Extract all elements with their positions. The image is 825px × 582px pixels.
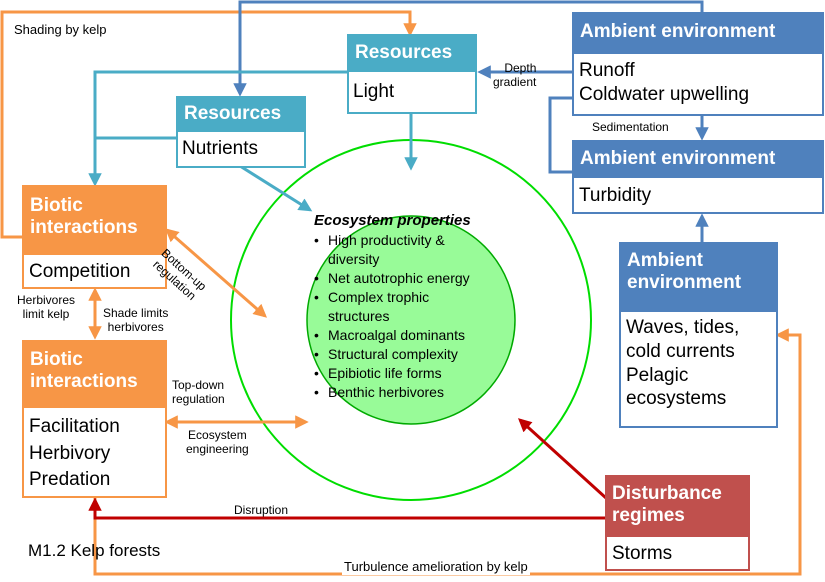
ambient-runoff-line-1: Runoff (579, 60, 635, 81)
ecosystem-item-6: Epibiotic life forms (314, 364, 514, 383)
biotic-competition-header-line-2: interactions (30, 216, 138, 238)
ambient-runoff-header: Ambient environment (574, 14, 822, 54)
disruption-arrow (88, 497, 606, 520)
light-to-competition-arrow (88, 70, 347, 187)
biotic-facilitation-line-3: Predation (29, 469, 111, 491)
label-shade-limits: Shade limits herbivores (103, 306, 169, 335)
biotic-facilitation-header-line-2: interactions (30, 370, 138, 392)
ambient-waves-header: Ambient environment (621, 244, 776, 312)
resources-light-box: Resources Light (347, 34, 477, 114)
turbulence-arrow (93, 328, 802, 576)
ecosystem-properties: Ecosystem properties High productivity &… (314, 212, 514, 402)
diagram-code: M1.2 Kelp forests (28, 541, 161, 560)
ecosystem-item-2: Net autotrophic energy (314, 269, 514, 288)
ecosystem-item-1: High productivity &diversity (314, 231, 514, 269)
biotic-competition-box: Biotic interactions Competition (22, 185, 167, 289)
ambient-waves-line-3: Pelagic (626, 364, 689, 386)
biotic-facilitation-line-1: Facilitation (29, 416, 120, 437)
resources-nutrients-box: Resources Nutrients (176, 96, 306, 168)
disturbance-header: Disturbance regimes (607, 477, 748, 537)
biotic-facilitation-line-2: Herbivory (29, 442, 111, 464)
resources-nutrients-body: Nutrients (182, 138, 259, 159)
disturbance-header-line-2: regimes (612, 504, 685, 526)
runoff-to-nutrients-arrow (233, 0, 704, 97)
shading-by-kelp-arrow (0, 10, 417, 239)
label-disruption: Disruption (234, 503, 289, 517)
ecosystem-title: Ecosystem properties (314, 212, 471, 229)
ambient-turbidity-body: Turbidity (579, 185, 652, 206)
ecosystem-item-4: Macroalgal dominants (314, 326, 514, 345)
ambient-waves-line-1: Waves, tides, (626, 317, 740, 338)
disturbance-box: Disturbance regimes Storms (605, 475, 750, 571)
label-ecosystem-engineering: Ecosystem engineering (186, 428, 249, 457)
disturbance-body: Storms (612, 543, 673, 564)
runoff-turbidity-side-line (548, 96, 572, 174)
disturbance-header-line-1: Disturbance (612, 483, 722, 504)
resources-light-body: Light (353, 81, 395, 102)
biotic-facilitation-box: Biotic interactions Facilitation Herbivo… (22, 340, 167, 498)
storms-to-ecosystem-arrow (518, 418, 608, 500)
ecosystem-item-5: Structural complexity (314, 345, 514, 364)
label-top-down: Top-down regulation (172, 378, 225, 407)
ambient-waves-line-2: cold currents (626, 340, 735, 362)
label-shading: Shading by kelp (14, 22, 107, 37)
ambient-runoff-line-2: Coldwater upwelling (579, 83, 750, 105)
ecosystem-item-7: Benthic herbivores (314, 383, 514, 402)
biotic-competition-header-line-1: Biotic (30, 195, 83, 216)
label-herbivores-limit: Herbivores limit kelp (17, 293, 76, 322)
nutrients-to-ecosystem-arrow (239, 164, 313, 212)
label-turbulence: Turbulence amelioration by kelp (342, 559, 530, 575)
bottom-up-arrow (164, 228, 268, 318)
resources-light-header: Resources (349, 36, 475, 72)
ambient-waves-box: Ambient environment Waves, tides, cold c… (619, 242, 778, 428)
biotic-competition-header: Biotic interactions (24, 187, 165, 255)
biotic-facilitation-header-line-1: Biotic (30, 349, 83, 370)
ambient-waves-header-line-2: environment (627, 271, 742, 293)
ambient-waves-header-line-1: Ambient (627, 250, 703, 271)
ambient-waves-line-4: ecosystems (626, 388, 727, 410)
label-depth-gradient: Depth gradient (493, 61, 537, 90)
ecosystem-list: High productivity &diversity Net autotro… (314, 231, 514, 402)
label-sedimentation: Sedimentation (592, 120, 669, 134)
ambient-runoff-box: Ambient environment Runoff Coldwater upw… (572, 12, 824, 116)
biotic-facilitation-header: Biotic interactions (24, 342, 165, 408)
resources-nutrients-header: Resources (178, 98, 304, 132)
ambient-turbidity-header: Ambient environment (574, 142, 822, 178)
ambient-turbidity-box: Ambient environment Turbidity (572, 140, 824, 214)
biotic-competition-body: Competition (29, 261, 131, 282)
